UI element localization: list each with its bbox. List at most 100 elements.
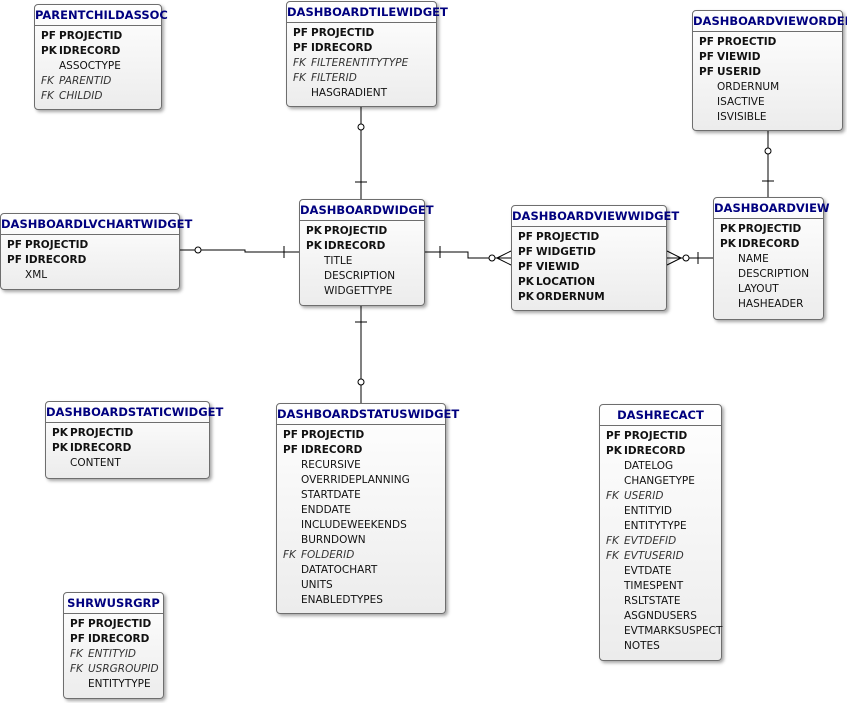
key-marker: PF: [518, 261, 533, 273]
key-marker: FK: [41, 75, 54, 87]
key-marker: FK: [70, 663, 83, 675]
key-marker: PK: [52, 442, 68, 454]
key-marker: PK: [518, 291, 534, 303]
column-name: TIMESPENT: [624, 580, 684, 592]
column-row: DESCRIPTION: [714, 267, 823, 282]
key-marker: PF: [606, 430, 621, 442]
column-row: ENTITYID: [600, 504, 721, 519]
relationship-widget-viewwidget: [424, 246, 512, 266]
relationship-view-vieworder: [762, 131, 774, 198]
key-marker: PK: [52, 427, 68, 439]
column-name: VIEWID: [536, 261, 580, 273]
column-name: PROJECTID: [311, 27, 375, 39]
column-name: STARTDATE: [301, 489, 361, 501]
column-row: DESCRIPTION: [300, 269, 424, 284]
column-name: USERID: [717, 66, 761, 78]
column-name: IDRECORD: [88, 633, 150, 645]
entity-title: PARENTCHILDASSOC: [35, 5, 168, 26]
column-name: ASSOCTYPE: [59, 60, 121, 72]
entity-title: DASHBOARDLVCHARTWIDGET: [1, 214, 192, 235]
column-name: IDRECORD: [25, 254, 87, 266]
column-name: HASGRADIENT: [311, 87, 388, 99]
column-row: WIDGETTYPE: [300, 284, 424, 299]
column-row: DATELOG: [600, 459, 721, 474]
column-row: ENTITYTYPE: [64, 677, 163, 692]
column-name: IDRECORD: [59, 45, 121, 57]
key-marker: PF: [518, 231, 533, 243]
column-name: FILTERENTITYTYPE: [311, 57, 409, 69]
relationship-widget-statuswidget: [355, 306, 367, 403]
entity-title: DASHBOARDWIDGET: [300, 200, 434, 221]
entity-title: DASHBOARDVIEW: [714, 198, 830, 219]
column-row: ASGNDUSERS: [600, 609, 721, 624]
column-name: PROJECTID: [624, 430, 688, 442]
entity-title: DASHBOARDTILEWIDGET: [287, 2, 448, 23]
entity-title: DASHBOARDSTATICWIDGET: [46, 402, 223, 423]
column-name: USERID: [624, 490, 664, 502]
key-marker: FK: [606, 535, 619, 547]
column-name: VIEWID: [717, 51, 761, 63]
column-row: INCLUDEWEEKENDS: [277, 518, 445, 533]
column-name: LAYOUT: [738, 283, 779, 295]
key-marker: PF: [699, 51, 714, 63]
column-name: EVTUSERID: [624, 550, 684, 562]
column-name: ENABLEDTYPES: [301, 594, 383, 606]
key-marker: PF: [283, 444, 298, 456]
key-marker: PF: [518, 246, 533, 258]
key-marker: PK: [306, 240, 322, 252]
column-name: HASHEADER: [738, 298, 804, 310]
column-row: TITLE: [300, 254, 424, 269]
column-row: EVTDATE: [600, 564, 721, 579]
column-row: ENDDATE: [277, 503, 445, 518]
column-row: STARTDATE: [277, 488, 445, 503]
column-name: DESCRIPTION: [324, 270, 396, 282]
key-marker: PF: [70, 633, 85, 645]
entity-title: DASHBOARDSTATUSWIDGET: [277, 404, 459, 425]
column-name: PARENTID: [59, 75, 112, 87]
column-row: DATATOCHART: [277, 563, 445, 578]
column-row: ISACTIVE: [693, 95, 842, 110]
column-row: XML: [1, 268, 179, 283]
column-name: IDRECORD: [301, 444, 363, 456]
key-marker: PF: [699, 36, 714, 48]
column-name: IDRECORD: [324, 240, 386, 252]
column-row: ASSOCTYPE: [35, 59, 161, 74]
relationship-view-viewwidget: [666, 250, 714, 266]
column-name: FOLDERID: [301, 549, 355, 561]
column-name: DESCRIPTION: [738, 268, 810, 280]
column-name: PROJECTID: [536, 231, 600, 243]
column-name: PROJECTID: [324, 225, 388, 237]
column-row: OVERRIDEPLANNING: [277, 473, 445, 488]
